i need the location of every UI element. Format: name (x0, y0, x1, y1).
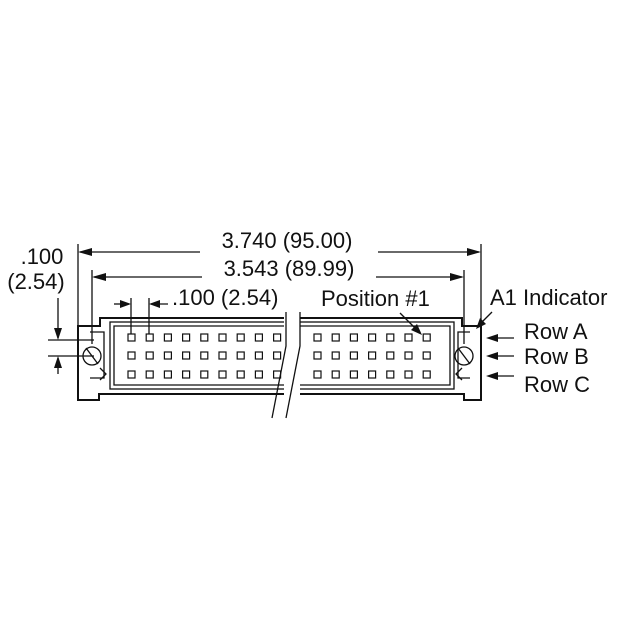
right-mounting-hole (454, 346, 474, 366)
left-ear-inner (90, 331, 105, 379)
pin-field-frame (109, 321, 455, 390)
arrow-bottom (54, 356, 62, 368)
pin-row-b-4 (182, 351, 191, 360)
pin-row-a-3 (163, 333, 172, 342)
pin-row-c-1 (127, 370, 136, 379)
row-pitch-mm-label: (2.54) (7, 269, 64, 294)
pin-row-a-7 (236, 333, 245, 342)
arrow-right (149, 300, 160, 308)
row-a-arrow (486, 334, 498, 342)
leader-arrow (476, 318, 486, 329)
pin-row-b-14 (386, 351, 395, 360)
arrow-left (78, 248, 92, 256)
pin-row-a-12 (349, 333, 358, 342)
break-gap (284, 312, 300, 416)
pin-row-c-5 (200, 370, 209, 379)
row-b-arrow (486, 352, 498, 360)
pin-row-c-15 (404, 370, 413, 379)
dim-pin-pitch: .100 (2.54) (114, 285, 278, 334)
pin-row-b-16 (422, 351, 431, 360)
pin-row-a-11 (331, 333, 340, 342)
pin-row-c-13 (368, 370, 377, 379)
dim-mount-spacing: 3.543 (89.99) (91, 256, 465, 344)
pin-row-b-12 (349, 351, 358, 360)
pin-row-a-13 (368, 333, 377, 342)
position-1-label: Position #1 (321, 286, 430, 311)
right-notch (455, 367, 463, 381)
arrow-right (450, 273, 464, 281)
pin-grid (127, 333, 431, 379)
pin-row-b-2 (145, 351, 154, 360)
row-b-label: Row B (524, 344, 589, 369)
pin-row-b-15 (404, 351, 413, 360)
arrow-right (467, 248, 481, 256)
row-callouts: Row A Row B Row C (486, 319, 590, 397)
callout-position-1: Position #1 (321, 286, 430, 335)
pin-row-a-1 (127, 333, 136, 342)
pin-row-a-15 (404, 333, 413, 342)
a1-indicator-label: A1 Indicator (490, 285, 607, 310)
pin-row-a-10 (313, 333, 322, 342)
dim-row-pitch: .100 (2.54) (7, 244, 94, 374)
pin-field-frame-inner (113, 325, 451, 386)
pin-row-c-7 (236, 370, 245, 379)
pin-row-c-4 (182, 370, 191, 379)
pin-row-a-14 (386, 333, 395, 342)
pin-row-c-10 (313, 370, 322, 379)
pin-row-b-3 (163, 351, 172, 360)
pin-row-b-7 (236, 351, 245, 360)
overall-length-label: 3.740 (95.00) (222, 228, 353, 253)
pin-row-c-6 (218, 370, 227, 379)
pin-row-c-12 (349, 370, 358, 379)
leader-arrow (411, 324, 422, 335)
pin-row-b-6 (218, 351, 227, 360)
pin-row-b-8 (254, 351, 263, 360)
callout-a1-indicator: A1 Indicator (476, 285, 607, 329)
pin-row-c-3 (163, 370, 172, 379)
arrow-left (120, 300, 131, 308)
pin-row-a-2 (145, 333, 154, 342)
mount-spacing-label: 3.543 (89.99) (224, 256, 355, 281)
row-c-arrow (486, 372, 498, 380)
pin-row-c-11 (331, 370, 340, 379)
pin-row-b-11 (331, 351, 340, 360)
pin-pitch-label: .100 (2.54) (172, 285, 278, 310)
pin-row-c-2 (145, 370, 154, 379)
row-c-label: Row C (524, 372, 590, 397)
pin-row-a-9 (273, 333, 282, 342)
left-notch (99, 367, 107, 381)
connector-body (77, 317, 482, 401)
dim-overall-length: 3.740 (95.00) (77, 228, 482, 326)
arrow-left (92, 273, 106, 281)
pin-row-c-16 (422, 370, 431, 379)
pin-row-b-13 (368, 351, 377, 360)
pin-row-b-1 (127, 351, 136, 360)
pin-row-b-5 (200, 351, 209, 360)
row-pitch-inch-label: .100 (21, 244, 64, 269)
break-line-left (271, 312, 287, 419)
arrow-top (54, 328, 62, 340)
right-hole-flat (457, 347, 471, 365)
break-lines (271, 312, 301, 419)
pin-row-c-14 (386, 370, 395, 379)
pin-row-a-16 (422, 333, 431, 342)
pin-row-a-6 (218, 333, 227, 342)
break-line-right (285, 312, 301, 419)
pin-row-b-10 (313, 351, 322, 360)
pin-row-a-4 (182, 333, 191, 342)
pin-row-a-8 (254, 333, 263, 342)
pin-row-b-9 (273, 351, 282, 360)
housing-outline (77, 317, 482, 401)
pin-row-a-5 (200, 333, 209, 342)
row-a-label: Row A (524, 319, 588, 344)
pin-row-c-8 (254, 370, 263, 379)
